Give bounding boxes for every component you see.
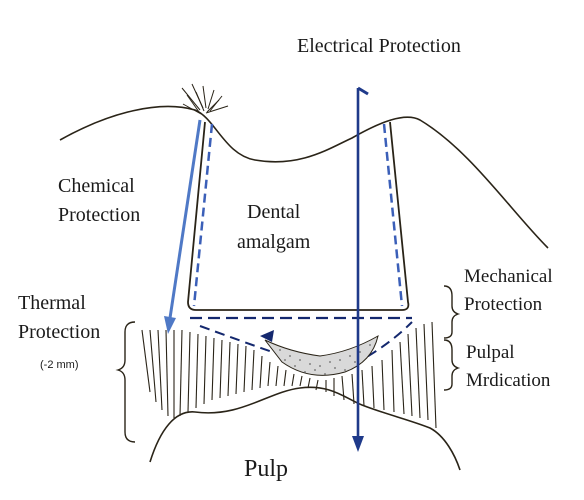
mechanical-liner-arrow xyxy=(260,330,274,342)
mechanical-label-line2: Protection xyxy=(464,294,543,315)
thermal-bracket xyxy=(118,322,135,442)
pulpal-medication-area xyxy=(265,336,378,375)
pulpal-label-line2: Mrdication xyxy=(466,370,551,391)
pulp-label: Pulp xyxy=(244,456,288,482)
electrical-protection-label: Electrical Protection xyxy=(297,35,461,57)
thermal-label-line1: Thermal xyxy=(18,292,86,314)
mechanical-label-line1: Mechanical xyxy=(464,266,553,287)
enamel-fracture-lines xyxy=(182,84,228,114)
thermal-label-line2: Protection xyxy=(18,321,100,343)
chemical-label-line2: Protection xyxy=(58,204,140,226)
mechanical-bracket xyxy=(444,286,458,338)
dental-amalgam-line1: Dental xyxy=(247,201,301,223)
pulpal-bracket xyxy=(444,340,458,390)
thermal-depth-note: (-2 mm) xyxy=(40,359,79,371)
electrical-protection-arrow xyxy=(352,88,368,452)
chemical-label-line1: Chemical xyxy=(58,175,135,197)
dental-amalgam-line2: amalgam xyxy=(237,231,311,253)
pulpal-label-line1: Pulpal xyxy=(466,342,515,363)
